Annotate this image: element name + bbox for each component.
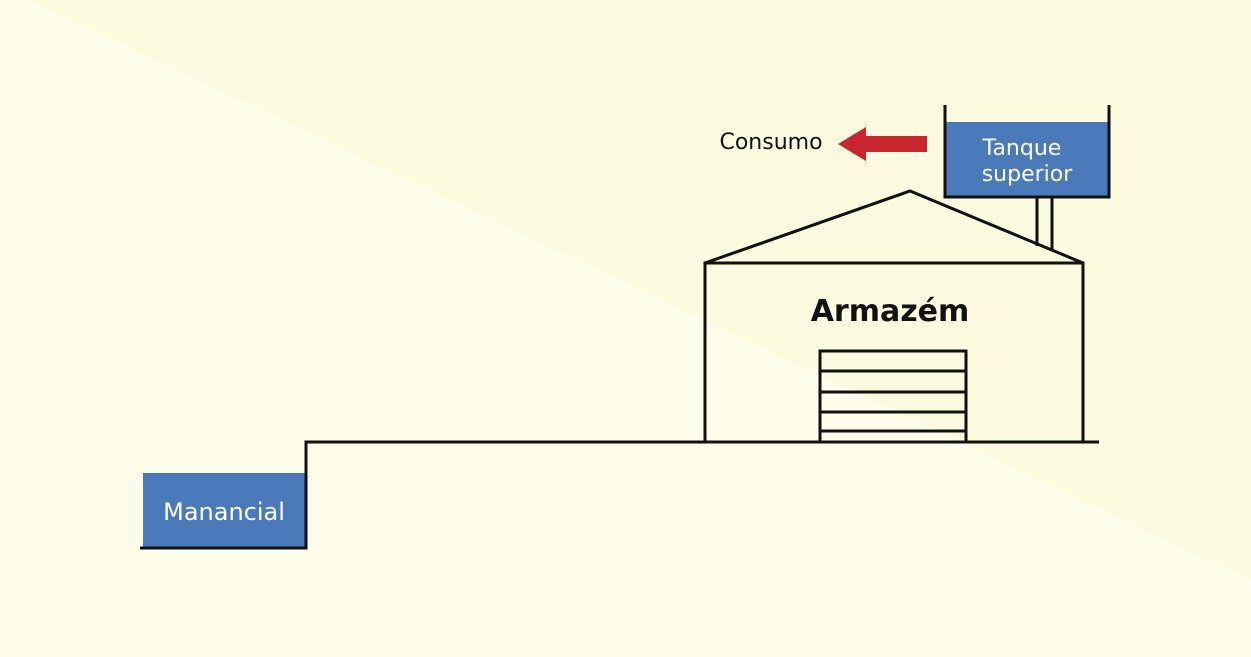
warehouse: Armazém [703, 189, 1085, 444]
manancial-water [143, 473, 306, 548]
terrain-line [140, 440, 1099, 550]
warehouse-walls [703, 261, 1085, 442]
tank-support [1035, 197, 1054, 250]
upper-tank-walls [943, 105, 1111, 199]
consumo-label: Consumo [719, 130, 822, 155]
warehouse-door [818, 349, 968, 444]
upper-tank-water [945, 122, 1109, 197]
warehouse-label: Armazém [811, 294, 970, 329]
left-arrow-icon [838, 127, 927, 161]
upper-tank: Tanque superior [943, 105, 1111, 199]
upper-tank-label-line1: Tanque [982, 136, 1062, 161]
upper-tank-label-line2: superior [982, 162, 1074, 187]
manancial-label: Manancial [163, 498, 285, 526]
warehouse-roof [704, 189, 1084, 265]
